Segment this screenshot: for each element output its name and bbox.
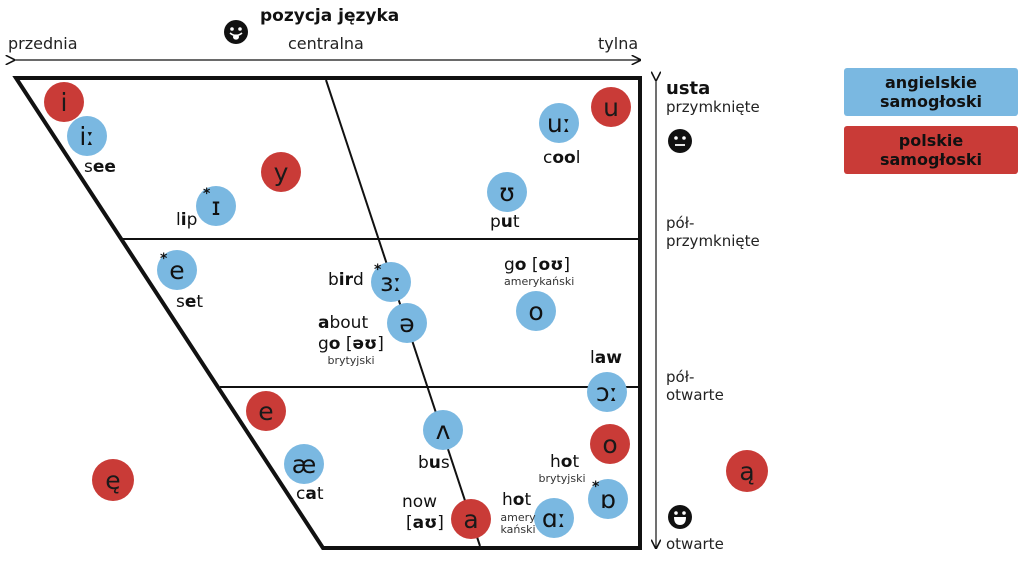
polish-vowel-e: e (246, 391, 286, 431)
axis-mouth-title: usta (666, 78, 711, 99)
polish-vowel-a-nasal: ą (726, 450, 768, 492)
word-go-american: go [oʊ] (504, 255, 570, 275)
neutral-face-icon (668, 129, 692, 153)
english-vowel-law: ɔː (587, 372, 627, 412)
asterisk-hot: * (592, 479, 600, 495)
polish-vowel-i: i (44, 82, 84, 122)
word-bus: bus (418, 453, 450, 473)
polish-vowel-e-nasal: ę (92, 459, 134, 501)
english-vowel-long-a: ɑː (534, 498, 574, 538)
axis-front-label: przednia (8, 34, 78, 53)
word-hot-british: hot (550, 452, 580, 472)
polish-vowel-u: u (591, 87, 631, 127)
axis-mid-closed-label-1: pół- (666, 214, 695, 232)
axis-central-label: centralna (288, 34, 364, 53)
word-put: put (490, 212, 520, 232)
english-vowel-ae: æ (284, 444, 324, 484)
english-vowel-long-i: iː (67, 116, 107, 156)
legend-english-vowels: angielskie samogłoski (844, 68, 1018, 116)
polish-vowel-a: a (451, 499, 491, 539)
english-vowel-put: ʊ (487, 172, 527, 212)
word-go-british: go [əʊ] (318, 334, 384, 354)
axis-back-label: tylna (598, 34, 639, 53)
english-vowel-schwa: ə (387, 303, 427, 343)
word-law: law (590, 348, 622, 368)
word-set: set (176, 292, 204, 312)
axis-mid-open-label-1: pół- (666, 368, 695, 386)
word-cool: cool (543, 148, 581, 168)
note-go-british: brytyjski (327, 354, 375, 367)
axis-mid-open-label-2: otwarte (666, 386, 724, 404)
asterisk-bird: * (374, 262, 382, 278)
polish-vowel-o-mid: o (516, 291, 556, 331)
word-bird: bird (328, 270, 364, 290)
english-vowel-e: e (157, 250, 197, 290)
english-vowel-long-u: uː (539, 103, 579, 143)
open-mouth-face-icon (668, 505, 692, 529)
polish-vowel-o: o (590, 424, 630, 464)
word-hot-american: hot (502, 490, 532, 510)
note-go-american: amerykański (504, 275, 575, 288)
word-see: see (84, 157, 116, 177)
trapezoid-outline (12, 76, 642, 550)
word-now-ipa: [aʊ] (406, 513, 444, 533)
legend-polish-vowels: polskie samogłoski (844, 126, 1018, 174)
note-hot-american-2: kański (500, 523, 536, 536)
english-vowel-bird: ɜː (371, 262, 411, 302)
axis-mid-closed-label-2: przymknięte (666, 232, 760, 250)
english-vowel-lip: ɪ (196, 186, 236, 226)
axis-closed-label: przymknięte (666, 98, 760, 116)
english-vowel-hot-british: ɒ (588, 479, 628, 519)
word-about: about (318, 313, 369, 333)
english-vowel-wedge: ʌ (423, 410, 463, 450)
word-now: now (402, 492, 438, 512)
word-cat: cat (296, 484, 324, 504)
diagram-title: pozycja języka (260, 6, 400, 26)
asterisk-lip: * (203, 186, 211, 202)
tongue-face-icon (224, 20, 248, 44)
note-hot-american-1: amery (500, 511, 536, 524)
note-hot-british: brytyjski (538, 472, 586, 485)
word-lip: lip (176, 210, 198, 230)
axis-open-label: otwarte (666, 535, 724, 553)
asterisk-set: * (160, 251, 168, 267)
polish-vowel-y: y (261, 152, 301, 192)
